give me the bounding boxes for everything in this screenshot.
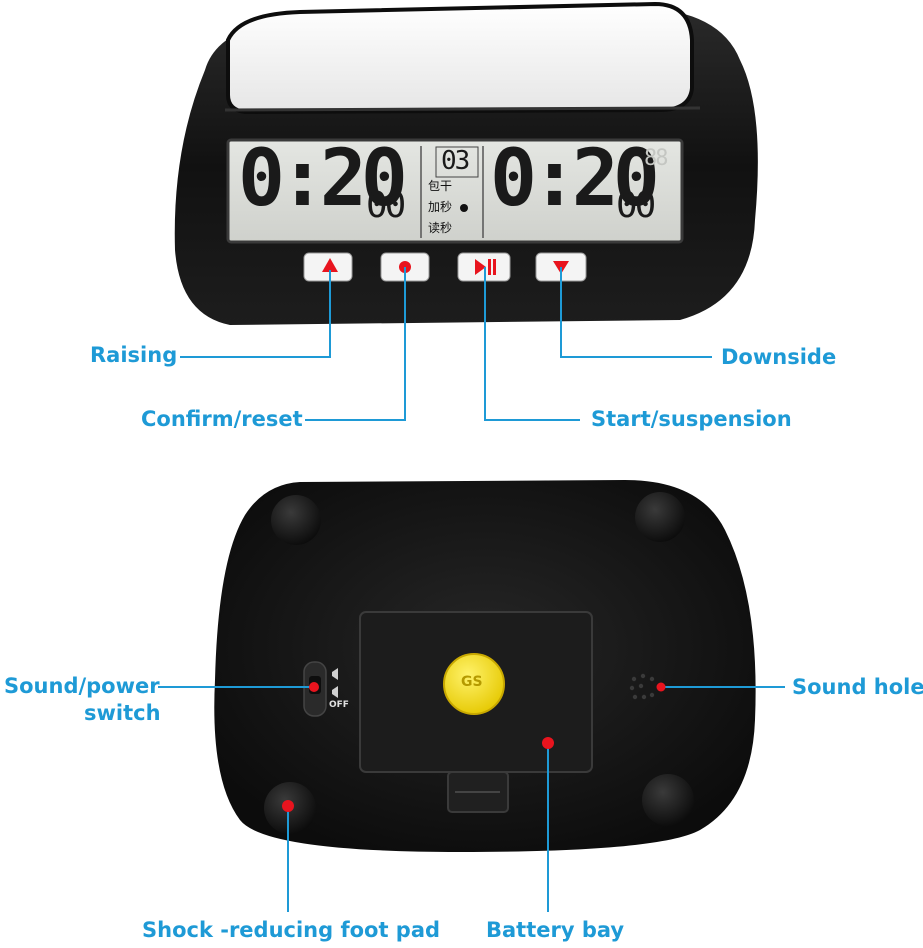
label-foot-pad: Shock -reducing foot pad bbox=[142, 918, 441, 942]
label-sound-power-switch-line1: Sound/power bbox=[4, 674, 160, 698]
label-downside: Downside bbox=[721, 345, 837, 369]
lcd-mode-label-3: 读秒 bbox=[428, 221, 453, 235]
clock-top-lid bbox=[226, 1, 694, 115]
front-button-row bbox=[303, 252, 587, 282]
top-callout-lines bbox=[180, 267, 712, 421]
sound-hole bbox=[629, 673, 655, 700]
lcd-right-time: 0:20 bbox=[490, 134, 660, 224]
lcd-right-ghost: 88 bbox=[644, 146, 668, 171]
battery-cover-badge-text: GS bbox=[461, 674, 483, 690]
label-confirm-reset: Confirm/reset bbox=[141, 407, 303, 431]
lcd-left-time: 0:20 bbox=[238, 134, 408, 224]
speaker-soft-icon bbox=[332, 686, 338, 698]
lcd-mode-number: 03 bbox=[441, 146, 470, 176]
battery-cover-badge bbox=[443, 653, 505, 715]
label-start-suspension: Start/suspension bbox=[591, 407, 792, 431]
label-raising: Raising bbox=[90, 343, 178, 367]
speaker-loud-icon bbox=[332, 668, 338, 680]
bottom-callout-lines bbox=[158, 686, 785, 912]
callout-markers bbox=[282, 682, 666, 812]
lcd-mode-label-2: 加秒 bbox=[428, 200, 453, 214]
triangle-up-icon bbox=[322, 258, 338, 272]
label-sound-hole: Sound hole bbox=[792, 675, 923, 699]
lcd-mode-indicator-dot bbox=[460, 204, 468, 212]
chess-clock-back bbox=[214, 480, 756, 852]
label-battery-bay: Battery bay bbox=[486, 918, 625, 942]
foot-pad-bottom-right bbox=[642, 774, 694, 826]
switch-off-label: OFF bbox=[329, 700, 349, 710]
foot-pad-top-right bbox=[635, 492, 685, 542]
chess-clock-front bbox=[174, 1, 758, 325]
lcd-left-seconds: 00 bbox=[366, 185, 406, 226]
foot-pad-top-left bbox=[271, 495, 321, 545]
label-sound-power-switch-line2: switch bbox=[84, 701, 161, 725]
play-pause-icon bbox=[475, 259, 496, 275]
lcd-screen bbox=[226, 138, 684, 244]
lcd-right-seconds: 00 bbox=[616, 185, 656, 226]
lcd-mode-label-1: 包干 bbox=[428, 179, 453, 193]
